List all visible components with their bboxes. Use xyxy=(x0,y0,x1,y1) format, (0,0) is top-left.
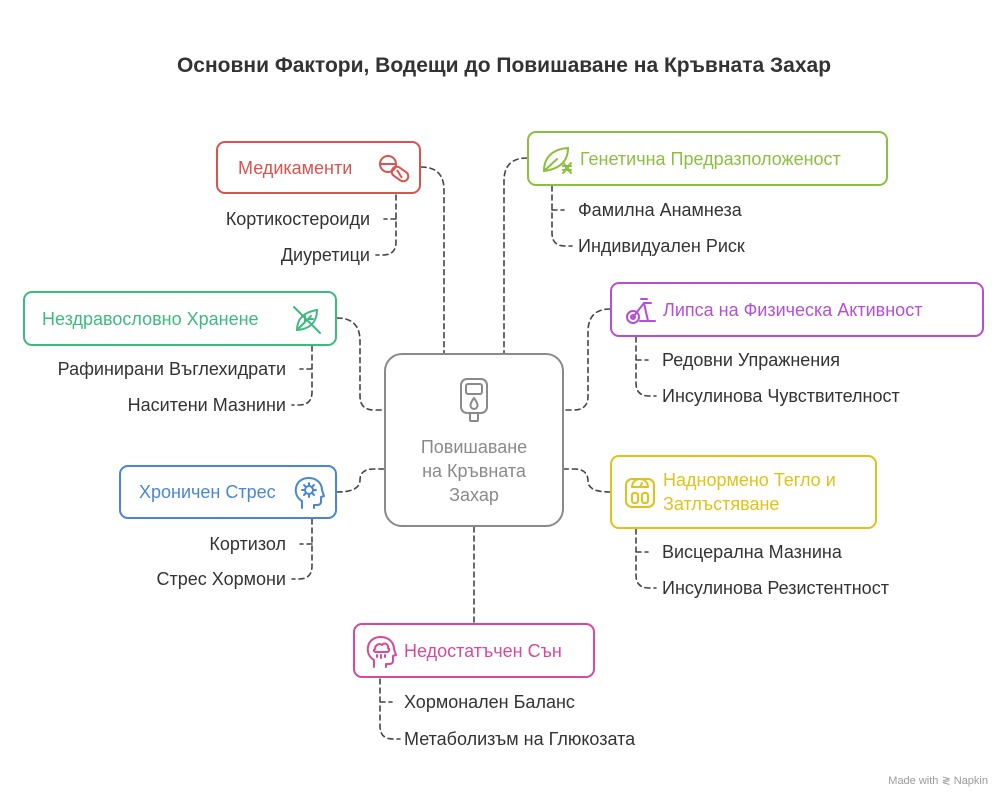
connector-inactivity xyxy=(563,308,611,411)
sleep-head-icon xyxy=(366,636,397,668)
factor-insufficient-sleep: Недостатъчен Сън xyxy=(353,623,595,678)
overweight-item-2: Инсулинова Резистентност xyxy=(662,578,889,598)
center-label-line3: Захар xyxy=(449,485,499,505)
factor-physical-inactivity: Липса на Физическа Активност xyxy=(610,282,984,337)
dna-leaf-icon xyxy=(542,146,572,174)
factor-overweight-label: Наднормено Тегло и Затлъстяване xyxy=(663,468,836,516)
genetic-item-1: Фамилна Анамнеза xyxy=(578,200,742,220)
connector-genetic xyxy=(503,157,528,354)
factor-unhealthy-diet: Нездравословно Хранене xyxy=(23,291,337,346)
factor-diet-label: Нездравословно Хранене xyxy=(42,308,259,329)
center-label-line2: на Кръвната xyxy=(422,461,526,481)
center-label: Повишаване на Кръвната Захар xyxy=(386,435,562,507)
inactivity-item-1: Редовни Упражнения xyxy=(662,350,841,370)
factor-genetic-label: Генетична Предразположеност xyxy=(580,148,841,169)
connector-medications xyxy=(420,166,445,354)
connector-stress xyxy=(336,468,385,493)
glucose-meter-icon xyxy=(460,378,488,422)
scale-icon xyxy=(625,478,655,508)
inactivity-item-2: Инсулинова Чувствителност xyxy=(662,386,900,406)
connector-diet-items xyxy=(291,345,313,406)
factor-chronic-stress: Хроничен Стрес xyxy=(119,465,337,519)
connector-inactivity-items xyxy=(635,336,657,397)
sleep-item-1: Хормонален Баланс xyxy=(404,692,575,712)
medications-item-2: Диуретици xyxy=(280,245,370,265)
center-node: Повишаване на Кръвната Захар xyxy=(384,353,564,527)
napkin-watermark: Made with ≷ Napkin xyxy=(888,775,988,787)
factor-inactivity-label: Липса на Физическа Активност xyxy=(663,299,923,320)
exercise-bike-icon xyxy=(626,298,656,324)
factor-genetic: Генетична Предразположеност xyxy=(527,131,888,186)
connector-genetic-items xyxy=(551,185,573,247)
connector-stress-items xyxy=(291,518,313,580)
overweight-item-1: Висцерална Мазнина xyxy=(662,542,842,562)
pills-icon xyxy=(379,155,410,183)
connector-overweight-items xyxy=(635,528,657,589)
factor-overweight-label-line1: Наднормено Тегло и xyxy=(663,470,836,490)
factor-overweight: Наднормено Тегло и Затлъстяване xyxy=(610,455,877,529)
head-gear-icon xyxy=(294,477,325,509)
connector-medications-items xyxy=(375,194,397,256)
stress-item-1: Кортизол xyxy=(209,534,286,554)
factor-stress-label: Хроничен Стрес xyxy=(139,482,276,502)
factor-overweight-label-line2: Затлъстяване xyxy=(663,494,780,514)
sleep-item-2: Метаболизъм на Глюкозата xyxy=(404,729,636,749)
connector-diet xyxy=(336,317,385,411)
center-label-line1: Повишаване xyxy=(420,437,528,457)
factor-sleep-label: Недостатъчен Сън xyxy=(404,640,562,661)
genetic-item-2: Индивидуален Риск xyxy=(578,236,745,256)
diet-item-2: Наситени Мазнини xyxy=(127,395,286,415)
diet-item-1: Рафинирани Въглехидрати xyxy=(57,359,286,379)
factor-medications: Медикаменти xyxy=(216,141,421,194)
stress-item-2: Стрес Хормони xyxy=(156,569,286,589)
diagram-title: Основни Фактори, Водещи до Повишаване на… xyxy=(176,54,832,77)
connector-sleep-items xyxy=(379,678,401,740)
factor-medications-label: Медикаменти xyxy=(238,157,353,178)
connector-overweight xyxy=(563,468,611,493)
no-food-icon xyxy=(293,306,321,334)
medications-item-1: Кортикостероиди xyxy=(225,209,370,229)
